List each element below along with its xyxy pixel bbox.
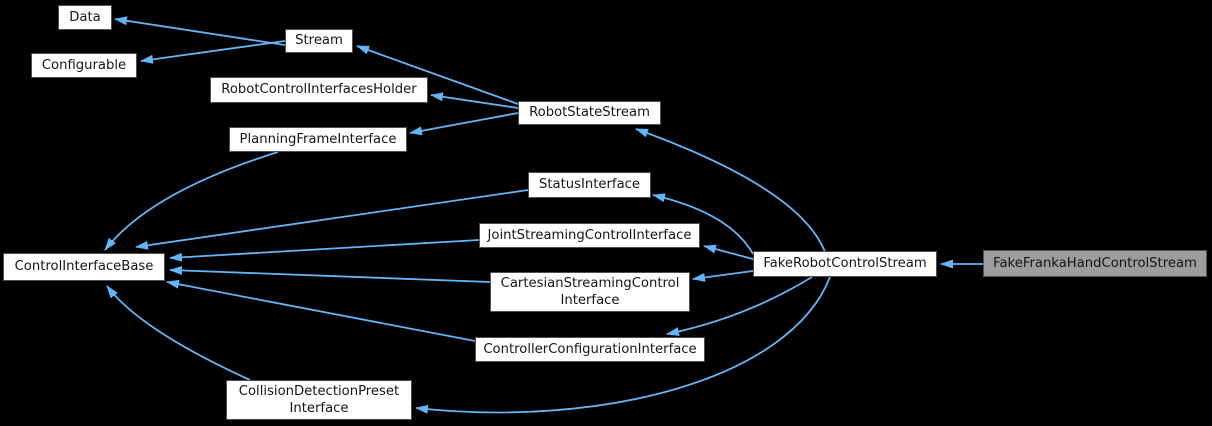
edge-frcs-si	[652, 193, 754, 255]
edge-frcs-cdpi	[415, 276, 831, 414]
node-data-label: Data	[69, 9, 101, 25]
edge-frcs-cci	[666, 276, 813, 336]
node-stream-label: Stream	[295, 33, 343, 49]
node-pfi-label: PlanningFrameInterface	[239, 131, 397, 147]
edge-si-cib	[135, 189, 529, 250]
node-jsci-label: JointStreamingControlInterface	[487, 227, 692, 243]
node-fake-franka-hand-control-stream: FakeFrankaHandControlStream	[983, 250, 1207, 277]
edge-rss-rcih	[430, 92, 519, 109]
edge-csci-cib	[169, 265, 491, 283]
edge-rss-pfi	[409, 112, 519, 136]
node-stream[interactable]: Stream	[285, 29, 353, 53]
node-frcs-label: FakeRobotControlStream	[763, 256, 927, 272]
edge-pfi-cib	[104, 151, 279, 251]
node-robot-control-interfaces-holder[interactable]: RobotControlInterfacesHolder	[210, 77, 428, 103]
edge-frcs-csci	[692, 270, 754, 282]
edge-stream-data	[114, 16, 286, 46]
node-collision-detection-preset-interface[interactable]: CollisionDetectionPreset Interface	[226, 380, 412, 420]
node-csci-label: CartesianStreamingControl Interface	[500, 275, 680, 309]
node-cartesian-streaming-control-interface[interactable]: CartesianStreamingControl Interface	[490, 272, 690, 312]
edge-rss-stream	[356, 45, 519, 105]
node-data[interactable]: Data	[58, 5, 112, 30]
node-ffhcs-label: FakeFrankaHandControlStream	[993, 255, 1197, 271]
node-planning-frame-interface[interactable]: PlanningFrameInterface	[229, 127, 407, 152]
node-controller-configuration-interface[interactable]: ControllerConfigurationInterface	[475, 337, 705, 362]
node-cci-label: ControllerConfigurationInterface	[483, 341, 697, 357]
edge-cci-cib	[166, 279, 476, 342]
node-cib-label: ControlInterfaceBase	[14, 259, 154, 275]
node-robot-state-stream[interactable]: RobotStateStream	[518, 101, 661, 125]
node-si-label: StatusInterface	[538, 177, 641, 193]
edge-jsci-cib	[169, 239, 480, 262]
node-fake-robot-control-stream[interactable]: FakeRobotControlStream	[753, 251, 937, 277]
node-rss-label: RobotStateStream	[529, 105, 650, 121]
edge-frcs-jsci	[703, 244, 754, 260]
node-configurable-label: Configurable	[41, 57, 127, 73]
node-cdpi-label: CollisionDetectionPreset Interface	[238, 383, 400, 417]
edge-cdpi-cib	[106, 285, 251, 381]
node-configurable[interactable]: Configurable	[31, 53, 137, 78]
node-status-interface[interactable]: StatusInterface	[528, 172, 651, 198]
node-joint-streaming-control-interface[interactable]: JointStreamingControlInterface	[479, 223, 700, 248]
edge-stream-configurable	[140, 40, 286, 64]
node-rcih-label: RobotControlInterfacesHolder	[221, 82, 417, 98]
node-control-interface-base[interactable]: ControlInterfaceBase	[3, 253, 165, 281]
edge-frcs-rss	[635, 128, 826, 253]
